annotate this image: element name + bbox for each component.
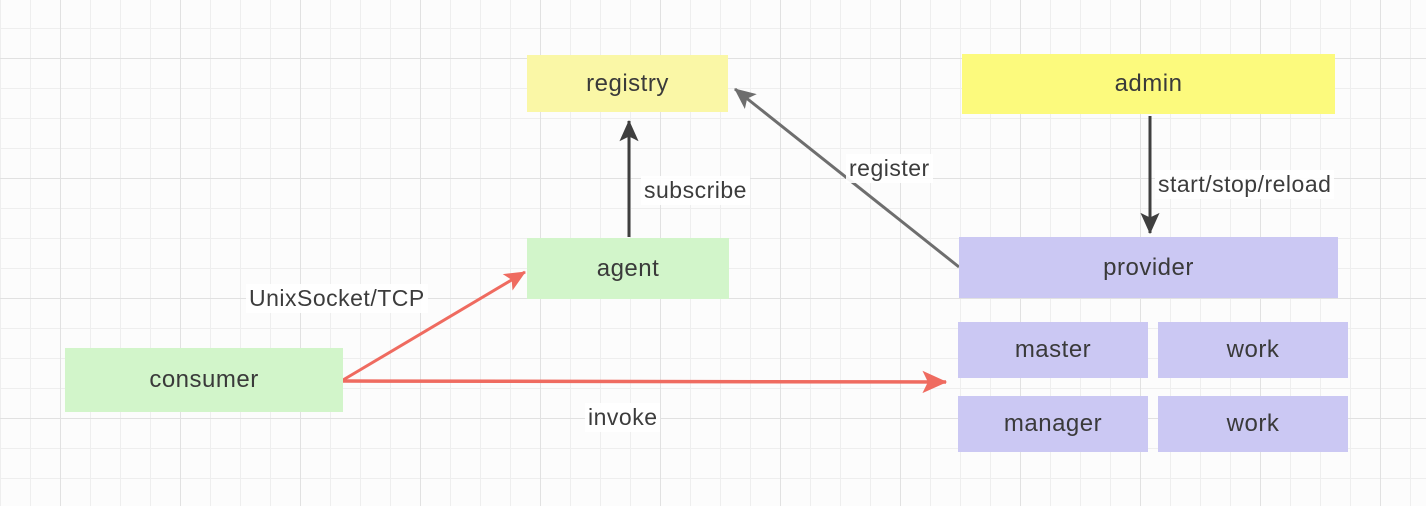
node-admin-label: admin [1114, 70, 1183, 97]
edge-invoke-arrow [342, 370, 948, 394]
node-consumer-label: consumer [149, 366, 259, 393]
node-consumer: consumer [65, 348, 343, 412]
edge-label-start-stop-reload: start/stop/reload [1155, 170, 1335, 199]
edge-label-register: register [846, 154, 933, 183]
node-provider-label: provider [1103, 253, 1194, 281]
edge-label-subscribe: subscribe [641, 176, 750, 205]
node-manager: manager [958, 396, 1148, 452]
node-work-bottom-label: work [1226, 410, 1280, 437]
node-agent-label: agent [596, 254, 660, 282]
node-work-top: work [1158, 322, 1348, 378]
node-registry: registry [527, 55, 728, 112]
node-work-top-label: work [1226, 336, 1280, 363]
node-registry-label: registry [586, 69, 669, 97]
node-work-bottom: work [1158, 396, 1348, 452]
node-agent: agent [527, 238, 729, 299]
edge-label-invoke: invoke [585, 403, 661, 432]
node-master-label: master [1014, 336, 1092, 363]
node-provider: provider [959, 237, 1338, 298]
edge-label-unixsocket-tcp: UnixSocket/TCP [246, 284, 428, 313]
node-manager-label: manager [1003, 410, 1103, 437]
node-admin: admin [962, 54, 1335, 114]
node-master: master [958, 322, 1148, 378]
